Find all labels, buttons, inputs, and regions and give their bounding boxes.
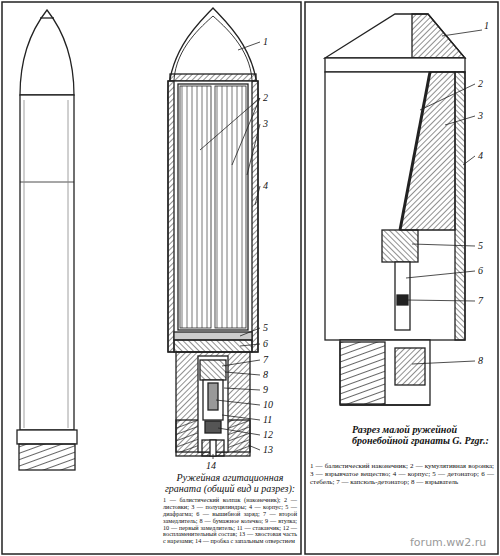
callout-number: 2 (263, 92, 277, 103)
callout-number: 13 (263, 444, 281, 455)
callout-number: 14 (206, 460, 224, 471)
callout-number: 12 (263, 429, 281, 440)
caption-title: Разрез малой ружейной бронебойной гранат… (352, 424, 494, 446)
callout-number: 5 (478, 240, 492, 251)
callout-number: 8 (263, 369, 277, 380)
callout-number: 6 (263, 338, 277, 349)
callout-number: 6 (478, 265, 492, 276)
callout-number: 2 (478, 78, 492, 89)
callout-number: 3 (263, 118, 277, 129)
callout-number: 8 (478, 355, 492, 366)
caption-title: Ружейная агитационная граната (общий вид… (162, 472, 298, 494)
callout-number: 4 (478, 150, 492, 161)
callout-number: 10 (263, 399, 281, 410)
callout-number: 1 (263, 36, 277, 47)
callout-number: 11 (263, 414, 281, 425)
watermark: forum.ww2.ru (410, 536, 496, 549)
callout-number: 9 (263, 384, 277, 395)
callout-number: 7 (478, 295, 492, 306)
callout-number: 7 (263, 354, 277, 365)
legend-text: 1 — балистический наконечник; 2 — кумуля… (310, 462, 494, 486)
callout-number: 5 (263, 322, 277, 333)
callout-number: 4 (263, 180, 277, 191)
legend-text: 1 — балистический колпак (наконечник); 2… (163, 497, 297, 545)
callout-number: 1 (484, 20, 496, 31)
callout-number: 3 (478, 110, 492, 121)
